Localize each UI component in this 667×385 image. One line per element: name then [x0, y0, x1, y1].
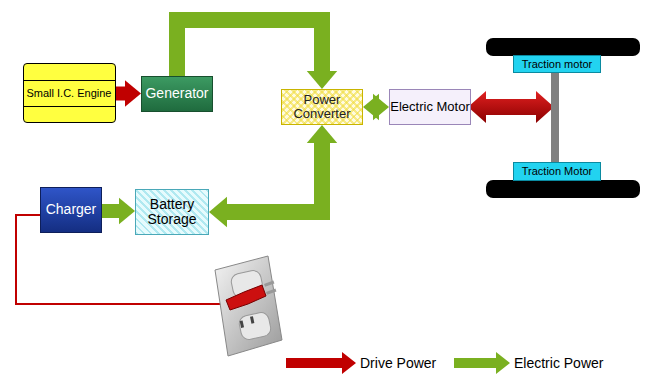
battery-box: Battery Storage — [135, 189, 209, 235]
node-label: Traction Motor — [522, 165, 593, 177]
drive-power-arrow — [468, 91, 554, 123]
converter-box: Power Converter — [281, 89, 363, 125]
node-label: Charger — [46, 202, 97, 217]
legend-swatch — [454, 352, 510, 374]
connector-arrow — [116, 80, 142, 107]
node-label: Generator — [145, 86, 208, 101]
legend-swatch — [286, 352, 356, 374]
connector-arrow — [363, 94, 389, 121]
node-label: Power Converter — [282, 93, 362, 122]
node-label: Electric Motor — [390, 100, 469, 114]
engine-stripe — [24, 106, 115, 107]
connector-arrow — [102, 198, 135, 225]
plug — [226, 281, 276, 310]
legend-entry: Electric Power — [454, 352, 603, 374]
legend-label: Drive Power — [360, 355, 436, 371]
node-label: Traction motor — [522, 58, 593, 70]
node-label: Battery Storage — [136, 197, 208, 228]
wall-outlet — [215, 256, 282, 356]
wheel — [486, 38, 640, 56]
motor-box: Electric Motor — [389, 89, 471, 125]
engine-box: Small I.C. Engine — [23, 63, 116, 123]
connector-arrow — [555, 73, 556, 162]
traction-motor-box: Traction motor — [513, 55, 601, 73]
traction-motor-box: Traction Motor — [513, 162, 601, 181]
charger-box: Charger — [40, 187, 102, 233]
connector-arrow — [209, 125, 337, 227]
wheel — [486, 180, 640, 198]
legend-label: Electric Power — [514, 355, 603, 371]
engine-stripe — [24, 80, 115, 81]
node-label: Small I.C. Engine — [27, 87, 112, 99]
legend-entry: Drive Power — [286, 352, 436, 374]
generator-box: Generator — [141, 76, 213, 112]
